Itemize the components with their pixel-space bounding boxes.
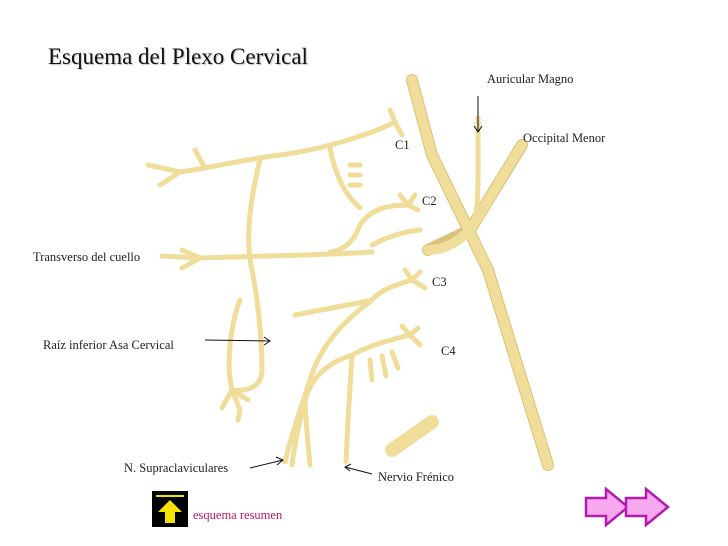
label-raiz-inferior: Raíz inferior Asa Cervical: [43, 338, 174, 352]
c2-root: [327, 202, 411, 255]
up-arrow-icon: [156, 495, 184, 523]
label-nervio-frenico: Nervio Frénico: [378, 470, 455, 484]
label-c2: C2: [422, 194, 437, 208]
label-c3: C3: [432, 275, 447, 289]
label-c4: C4: [441, 344, 456, 358]
c3-root: [292, 277, 415, 318]
c4-root: [302, 332, 413, 403]
frenico-nerve: [343, 352, 355, 465]
main-trunk-nerve: [407, 75, 553, 470]
nerve-drawing: [145, 74, 554, 475]
label-occipital-menor: Occipital Menor: [523, 131, 606, 145]
label-c1: C1: [395, 138, 410, 152]
label-supraclaviculares: N. Supraclaviculares: [124, 461, 229, 475]
auricular-magno-nerve: [467, 115, 481, 235]
diagram-title: Esquema del Plexo Cervical: [48, 44, 308, 69]
c1-root: [177, 119, 398, 175]
label-transverso-del-cuello: Transverso del cuello: [33, 250, 141, 264]
next-slide-button[interactable]: [584, 486, 672, 528]
supraclavicular-nerves: [282, 377, 313, 468]
double-right-arrow-icon: [584, 486, 670, 528]
clavicle-segment: [385, 415, 439, 457]
label-auricular-magno: Auricular Magno: [487, 72, 574, 86]
asa-cervical-loop: [226, 157, 265, 393]
esquema-resumen-link[interactable]: esquema resumen: [193, 508, 283, 522]
transverso-nerve: [159, 249, 375, 261]
up-arrow-button[interactable]: [152, 491, 188, 527]
